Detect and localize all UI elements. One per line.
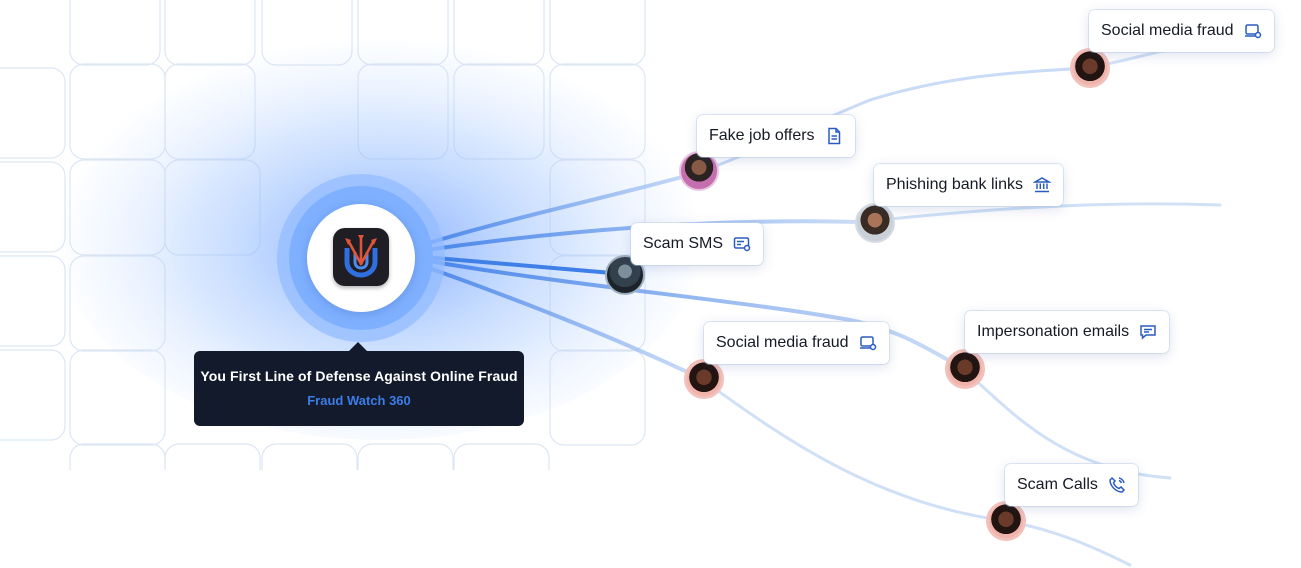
avatar[interactable] — [986, 501, 1026, 541]
phone-call-icon — [1108, 476, 1126, 494]
avatar[interactable] — [605, 255, 645, 295]
chat-bubble-icon — [1139, 323, 1157, 341]
document-icon — [825, 127, 843, 145]
bank-icon — [1032, 176, 1051, 194]
avatar[interactable] — [945, 349, 985, 389]
hub-tooltip: You First Line of Defense Against Online… — [194, 342, 524, 426]
node-label: Scam Calls — [1017, 476, 1098, 493]
node-social-media-fraud-top[interactable]: Social media fraud — [1089, 10, 1274, 52]
node-label: Social media fraud — [1101, 22, 1234, 39]
avatar[interactable] — [679, 151, 719, 191]
node-scam-sms[interactable]: Scam SMS — [631, 223, 764, 265]
node-scam-calls[interactable]: Scam Calls — [1005, 464, 1138, 506]
avatar[interactable] — [684, 359, 724, 399]
node-label: Impersonation emails — [977, 323, 1130, 340]
node-label: Fake job offers — [709, 127, 815, 144]
laptop-user-icon — [1244, 22, 1262, 40]
node-label: Scam SMS — [643, 235, 724, 252]
node-social-media-fraud-bottom[interactable]: Social media fraud — [704, 322, 889, 364]
shield-darts-icon — [333, 228, 389, 286]
node-fake-job-offers[interactable]: Fake job offers — [697, 115, 855, 157]
node-phishing-bank-links[interactable]: Phishing bank links — [874, 164, 1063, 206]
tooltip-brand: Fraud Watch 360 — [307, 393, 411, 408]
node-label: Phishing bank links — [886, 176, 1023, 193]
avatar[interactable] — [855, 203, 895, 243]
avatar[interactable] — [1070, 48, 1110, 88]
node-label: Social media fraud — [716, 334, 849, 351]
node-impersonation-emails[interactable]: Impersonation emails — [965, 311, 1170, 353]
tooltip-title: You First Line of Defense Against Online… — [200, 368, 518, 384]
laptop-user-icon — [859, 334, 877, 352]
message-card-icon — [733, 235, 751, 253]
